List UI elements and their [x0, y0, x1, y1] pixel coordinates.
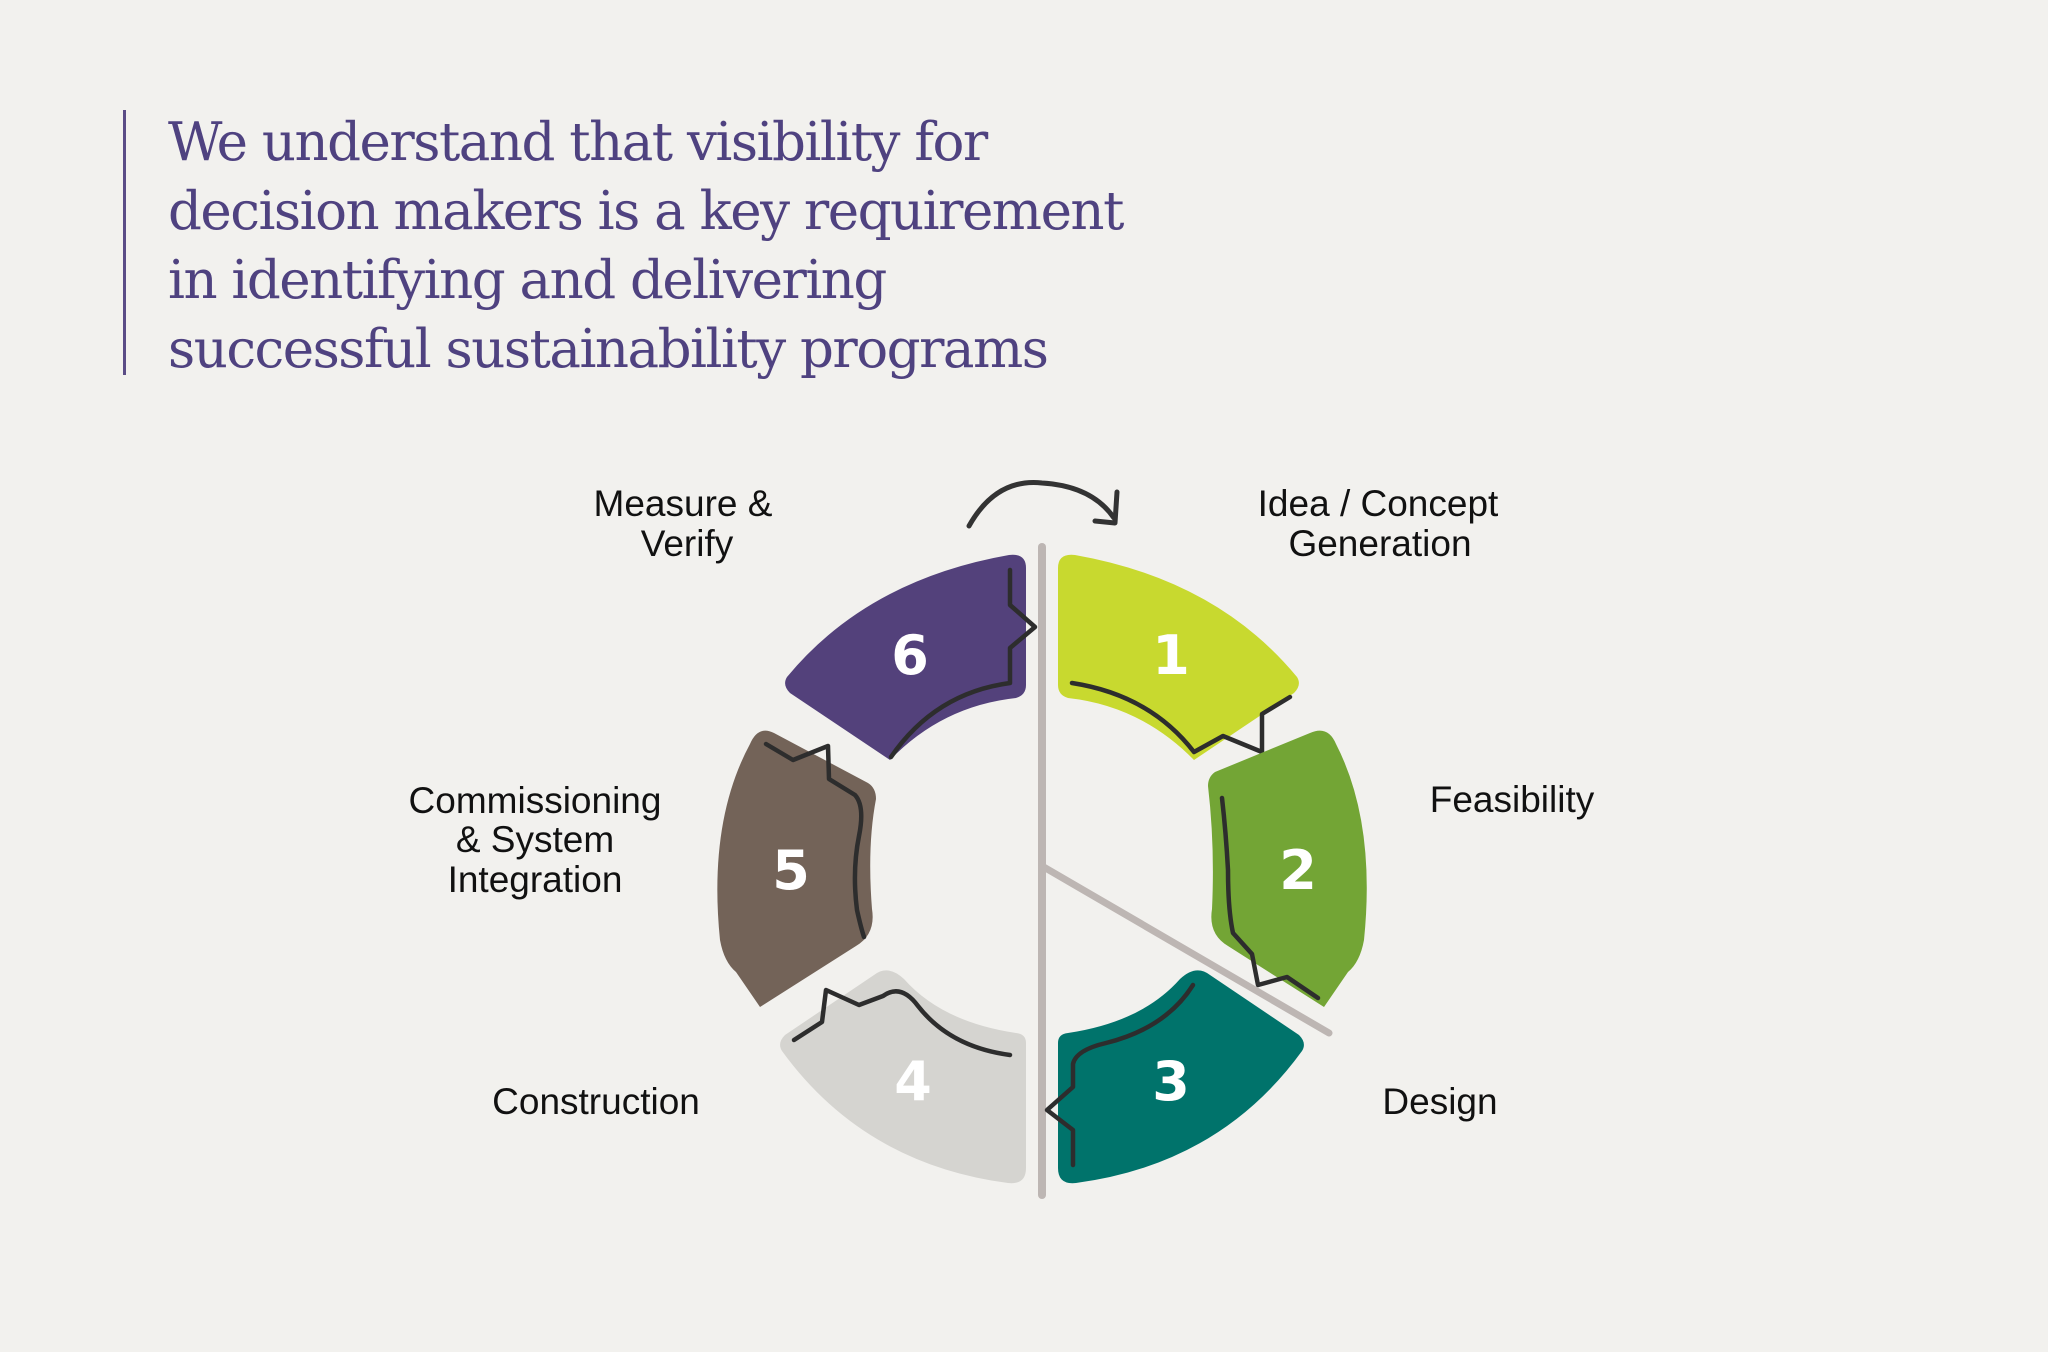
stage-1-number: 1 — [1152, 624, 1190, 687]
stage-1-segment — [1058, 554, 1299, 760]
stage-2-connector — [1219, 795, 1321, 1001]
stage-4-label-line: Construction — [492, 1081, 700, 1122]
quote-line: successful sustainability programs — [168, 319, 1049, 380]
stage-3-label-line: Design — [1382, 1081, 1497, 1122]
stage-5-label-line: Integration — [448, 859, 623, 900]
stage-2-label-line: Feasibility — [1430, 779, 1595, 820]
stage-4-label: Construction — [492, 1081, 700, 1122]
quote-rule — [123, 110, 126, 375]
stage-3-connector — [1044, 982, 1196, 1168]
stage-3-segment — [1058, 970, 1304, 1184]
stage-6-connector — [888, 567, 1038, 760]
diagonal-divider — [1038, 862, 1333, 1037]
stage-2-segment — [1208, 730, 1367, 1007]
stage-3-label: Design — [1382, 1081, 1497, 1122]
stage-5-label: Commissioning & System Integration — [409, 780, 662, 900]
intro-quote: We understand that visibility for decisi… — [168, 108, 1168, 384]
stage-6-number: 6 — [891, 624, 929, 687]
clockwise-arrow-icon — [966, 480, 1120, 529]
stage-1-connector — [1069, 680, 1293, 755]
stage-4-number: 4 — [894, 1050, 932, 1113]
stage-6-label-line: Verify — [641, 523, 734, 564]
stage-5-segment — [717, 730, 876, 1007]
stage-1-label: Idea / Concept Generation — [1258, 483, 1499, 564]
stage-5-connector — [763, 741, 867, 940]
stage-1-label-line: Generation — [1288, 523, 1471, 564]
quote-line: We understand that visibility for — [168, 112, 988, 173]
stage-6-label-line: Measure & — [594, 483, 773, 524]
stage-4-connector — [791, 987, 1013, 1058]
stage-6-segment — [785, 554, 1026, 760]
stage-5-label-line: & System — [456, 819, 614, 860]
quote-line: in identifying and delivering — [168, 250, 887, 311]
stage-6-label: Measure & Verify — [594, 483, 773, 564]
stage-2-number: 2 — [1279, 839, 1317, 902]
quote-line: decision makers is a key requirement — [168, 181, 1124, 242]
stage-5-number: 5 — [772, 839, 810, 902]
stage-1-label-line: Idea / Concept — [1258, 483, 1499, 524]
stage-3-number: 3 — [1152, 1050, 1190, 1113]
stage-4-segment — [780, 970, 1026, 1184]
stage-5-label-line: Commissioning — [409, 780, 662, 821]
stage-2-label: Feasibility — [1430, 779, 1595, 820]
